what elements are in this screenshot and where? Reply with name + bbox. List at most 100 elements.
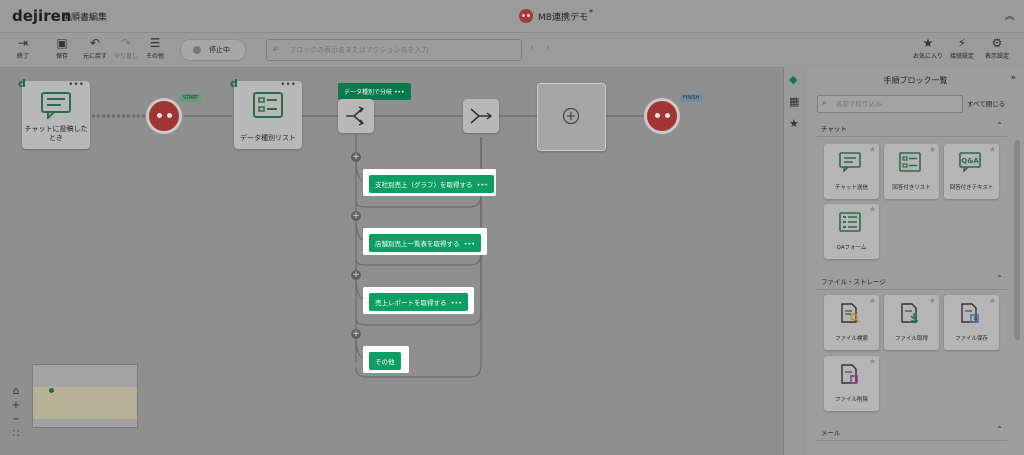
panel-scrollbar[interactable] xyxy=(1014,140,1020,340)
add-branch-plus-icon[interactable]: + xyxy=(351,329,361,339)
star-icon[interactable]: ★ xyxy=(988,145,996,154)
branch-node[interactable] xyxy=(338,99,374,133)
toolbar: ⇥終了 ▣保存 ↶元に戻す ↷やり直し ☰その他 停止中 ⌕ ‹ › ★お気に入… xyxy=(0,32,1024,68)
block-card[interactable]: ★ チャット送信 xyxy=(824,144,879,199)
star-icon[interactable]: ★ xyxy=(868,357,876,366)
block-card[interactable]: ★ QAフォーム xyxy=(824,204,879,259)
svg-text:Q&A: Q&A xyxy=(961,157,979,165)
chevron-double-up-icon[interactable]: ︽ xyxy=(1005,12,1015,22)
chevron-right-icon[interactable]: › xyxy=(546,42,550,53)
search-icon: ⌕ xyxy=(273,43,279,54)
add-branch-plus-icon[interactable]: + xyxy=(351,211,361,221)
status-toggle[interactable]: 停止中 xyxy=(180,39,246,61)
panel-search-input[interactable] xyxy=(834,97,962,111)
data-type-list-node[interactable]: d ••• データ種別リスト xyxy=(230,77,302,149)
chevron-up-icon[interactable]: ⌃ xyxy=(996,274,1003,283)
redo-icon: ↷ xyxy=(120,36,132,50)
star-icon[interactable]: ★ xyxy=(789,117,799,130)
block-card[interactable]: ★ Q&A 回答付きテキスト xyxy=(944,144,999,199)
block-card[interactable]: ★ ファイル取得 xyxy=(884,295,939,350)
top-bar xyxy=(0,0,1024,32)
plus-circle-icon xyxy=(562,107,580,125)
file-delete-icon xyxy=(841,364,858,384)
save-button[interactable]: ▣保存 xyxy=(47,36,77,60)
dejiren-mark-icon: d xyxy=(230,77,238,90)
start-robot-icon[interactable] xyxy=(146,98,182,134)
branch-button[interactable]: その他 xyxy=(369,352,401,370)
close-all-button[interactable]: すべて閉じる xyxy=(967,100,1006,108)
app-title: 手順書編集 xyxy=(62,13,108,23)
minimap-start-dot xyxy=(49,388,54,393)
chat-bubble-icon xyxy=(41,92,71,119)
status-dot xyxy=(193,46,201,54)
block-list-panel: 手順ブロック一覧 » ⌕ すべて閉じる チャット⌃ ★ チャット送信 ★ 回答付… xyxy=(807,67,1024,455)
star-icon[interactable]: ★ xyxy=(928,145,936,154)
display-settings-button[interactable]: ⚙表示設定 xyxy=(981,36,1013,60)
block-search[interactable]: ⌕ xyxy=(266,39,522,61)
branch-button[interactable]: 支社別売上（グラフ）を取得する ••• xyxy=(369,175,495,193)
zoom-out-icon[interactable]: − xyxy=(11,414,21,425)
section-file-storage[interactable]: ファイル・ストレージ⌃ xyxy=(815,272,1007,290)
file-search-icon xyxy=(841,303,860,323)
robot-icon xyxy=(519,9,533,23)
section-chat[interactable]: チャット⌃ xyxy=(815,119,1007,137)
chat-trigger-node[interactable]: d ••• チャットに投稿したとき xyxy=(18,77,90,149)
branch-button[interactable]: 売上レポートを取得する ••• xyxy=(369,293,469,311)
star-icon[interactable]: ★ xyxy=(988,296,996,305)
flow-canvas[interactable]: d ••• チャットに投稿したとき START d ••• データ種別リスト デ… xyxy=(0,67,783,455)
menu-icon: ☰ xyxy=(149,36,161,50)
plug-icon: ⚡ xyxy=(957,36,967,50)
dejiren-logo[interactable]: dejiren xyxy=(12,7,72,25)
chevron-up-icon[interactable]: ⌃ xyxy=(996,425,1003,434)
section-mail[interactable]: メール⌃ xyxy=(815,423,1007,441)
node-menu-icon[interactable]: ••• xyxy=(68,80,84,90)
node-menu-icon[interactable]: ••• xyxy=(280,80,296,90)
expand-icon[interactable]: » xyxy=(1010,73,1016,83)
list-icon xyxy=(899,152,921,172)
connection-settings-button[interactable]: ⚡接続設定 xyxy=(947,36,977,60)
other-button[interactable]: ☰その他 xyxy=(140,36,170,60)
star-icon[interactable]: ★ xyxy=(868,296,876,305)
block-card[interactable]: ★ ファイル削除 xyxy=(824,356,879,411)
panel-title: 手順ブロック一覧 xyxy=(883,76,948,85)
star-icon: ★ xyxy=(922,36,934,50)
node-label: チャットに投稿したとき xyxy=(24,125,88,142)
block-card[interactable]: ★ 回答付きリスト xyxy=(884,144,939,199)
block-card[interactable]: ★ ファイル保存 xyxy=(944,295,999,350)
chat-bubble-icon xyxy=(839,152,861,172)
list-icon xyxy=(253,92,283,118)
branch-header[interactable]: データ種別で分岐 ••• xyxy=(338,83,411,100)
unsaved-indicator: * xyxy=(589,8,593,17)
add-branch-plus-icon[interactable]: + xyxy=(351,270,361,280)
qa-icon: Q&A xyxy=(959,152,981,172)
star-icon[interactable]: ★ xyxy=(868,145,876,154)
end-button[interactable]: ⇥終了 xyxy=(8,36,38,60)
redo-button[interactable]: ↷やり直し xyxy=(111,36,141,60)
home-icon[interactable]: ⌂ xyxy=(12,386,20,397)
branch-split-icon xyxy=(346,106,365,126)
fullscreen-icon[interactable]: ⛶ xyxy=(13,429,19,438)
merge-node[interactable] xyxy=(463,99,499,133)
block-cube-icon[interactable]: ◆ xyxy=(789,73,798,86)
minimap[interactable] xyxy=(32,364,138,428)
favorites-button[interactable]: ★お気に入り xyxy=(913,36,944,60)
zoom-in-icon[interactable]: + xyxy=(11,400,21,411)
finish-robot-icon[interactable] xyxy=(644,98,680,134)
branch-button[interactable]: 店舗別売上一覧表を取得する ••• xyxy=(369,234,482,252)
empty-block-slot[interactable] xyxy=(537,83,606,151)
add-branch-plus-icon[interactable]: + xyxy=(351,152,361,162)
undo-icon: ↶ xyxy=(89,36,101,50)
undo-button[interactable]: ↶元に戻す xyxy=(80,36,110,60)
file-download-icon xyxy=(901,303,918,323)
panel-search[interactable]: ⌕ xyxy=(817,95,963,113)
chevron-up-icon[interactable]: ⌃ xyxy=(996,121,1003,130)
block-card[interactable]: ★ ファイル検索 xyxy=(824,295,879,350)
star-icon[interactable]: ★ xyxy=(868,205,876,214)
block-search-input[interactable] xyxy=(287,42,519,58)
chevron-left-icon[interactable]: ‹ xyxy=(530,42,534,53)
package-icon[interactable]: ▦ xyxy=(789,95,800,108)
form-icon xyxy=(839,212,861,232)
star-icon[interactable]: ★ xyxy=(928,296,936,305)
status-label: 停止中 xyxy=(209,46,230,54)
flow-name[interactable]: MB連携デモ xyxy=(538,13,588,23)
